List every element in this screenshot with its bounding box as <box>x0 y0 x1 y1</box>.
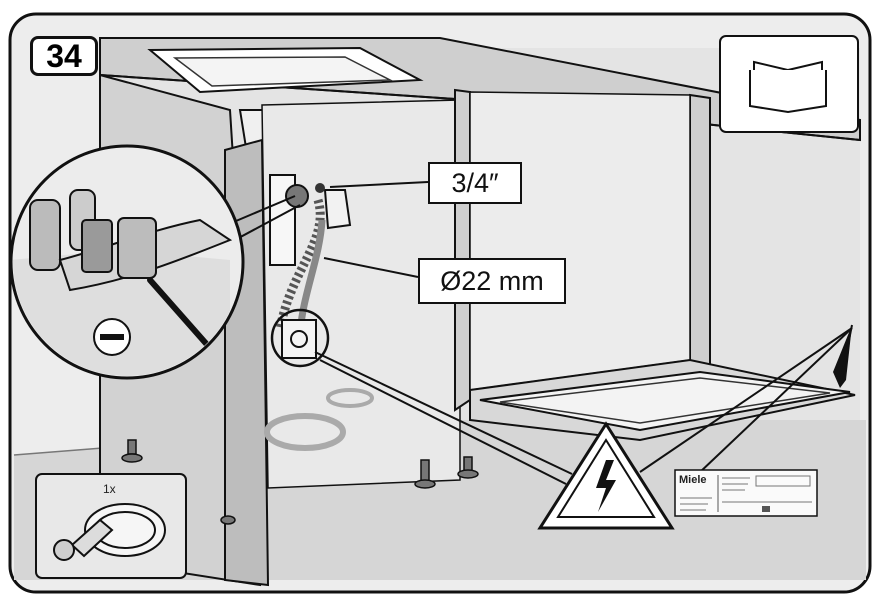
thread-size-callout: 3/4″ <box>428 162 522 204</box>
step-number-badge: 34 <box>30 36 98 76</box>
detail-magnifier <box>9 144 245 380</box>
electrical-hazard-icon <box>537 421 675 530</box>
socket-highlight-circle <box>270 308 330 368</box>
hose-clip-quantity: 1x <box>103 482 116 496</box>
plate-arrow-1 <box>639 327 853 473</box>
cabinet-interior <box>261 99 461 489</box>
protective-plate <box>479 370 851 432</box>
hose-diameter-callout: Ø22 mm <box>418 258 566 304</box>
thread-leader-line <box>329 181 429 188</box>
niche-back-wall <box>469 91 691 391</box>
plate-arrow-2 <box>697 327 853 475</box>
flat-screwdriver-icon <box>147 277 213 351</box>
rating-plate <box>674 469 818 517</box>
hose-clip-icon <box>53 503 166 561</box>
open-book-icon <box>749 60 827 114</box>
power-socket <box>281 319 317 359</box>
water-tap <box>323 189 352 230</box>
hose-leader-line <box>323 257 419 278</box>
drain-hose <box>275 198 325 331</box>
drain-connection <box>285 184 309 208</box>
plate-arrow-head <box>833 325 852 388</box>
rating-plate-brand: Miele <box>679 474 707 486</box>
cabinet-feet <box>121 439 479 525</box>
